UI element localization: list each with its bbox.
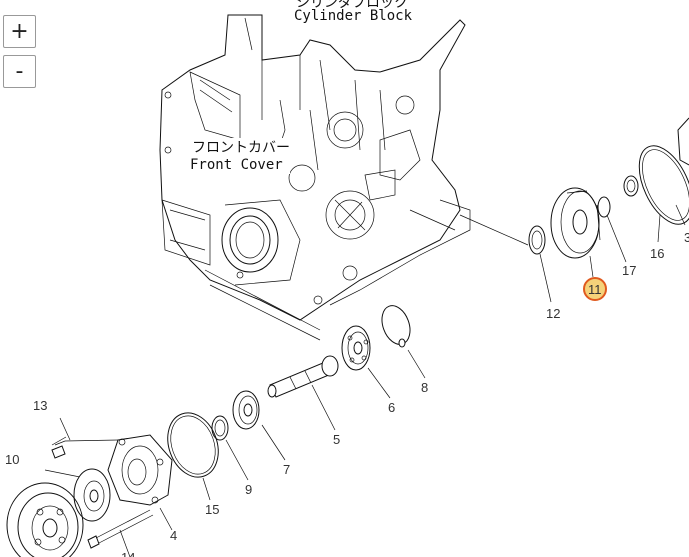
front-cover-jp-label: フロントカバー: [192, 140, 290, 156]
part-label-8[interactable]: 8: [421, 380, 428, 395]
part-10-pulley: [6, 468, 111, 557]
part-5-shaft: [267, 355, 339, 431]
part-7-bearing: [232, 390, 286, 461]
part-label-12[interactable]: 12: [546, 306, 560, 321]
part-8-snap-ring: [381, 305, 426, 379]
zoom-in-button[interactable]: +: [3, 15, 36, 48]
part-17-snap-ring: [597, 196, 627, 263]
part-label-3[interactable]: 3: [684, 230, 689, 245]
part-15-o-ring: [167, 412, 219, 501]
cylinder-block-jp-label: シリンダブロック: [296, 0, 408, 11]
part-label-13[interactable]: 13: [33, 398, 47, 413]
cylinder-block-label: Cylinder Block: [294, 8, 413, 24]
part-9-ring: [211, 415, 249, 481]
part-bearing-small: [623, 175, 639, 197]
part-label-11[interactable]: 11: [588, 282, 602, 297]
part-label-11-highlighted[interactable]: 11: [583, 277, 607, 301]
part-label-14[interactable]: 14: [121, 550, 135, 557]
part-label-16[interactable]: 16: [650, 246, 664, 261]
part-label-6[interactable]: 6: [388, 400, 395, 415]
part-label-5[interactable]: 5: [333, 432, 340, 447]
part-label-17[interactable]: 17: [622, 263, 636, 278]
part-11-gear: [550, 187, 601, 278]
part-label-4[interactable]: 4: [170, 528, 177, 543]
part-14-bolt: [87, 509, 154, 557]
part-label-10[interactable]: 10: [5, 452, 19, 467]
part-4-cover: [107, 434, 173, 531]
part-3-partial: [675, 117, 689, 226]
part-6-bearing: [341, 325, 391, 399]
highlight-marker: [583, 277, 607, 301]
part-label-9[interactable]: 9: [245, 482, 252, 497]
part-label-15[interactable]: 15: [205, 502, 219, 517]
cylinder-block-drawing: [159, 14, 471, 341]
part-label-7[interactable]: 7: [283, 462, 290, 477]
front-cover-label: Front Cover: [190, 157, 283, 173]
zoom-out-button[interactable]: -: [3, 55, 36, 88]
part-12-washer: [528, 225, 552, 303]
part-13-bolt: [51, 417, 119, 459]
